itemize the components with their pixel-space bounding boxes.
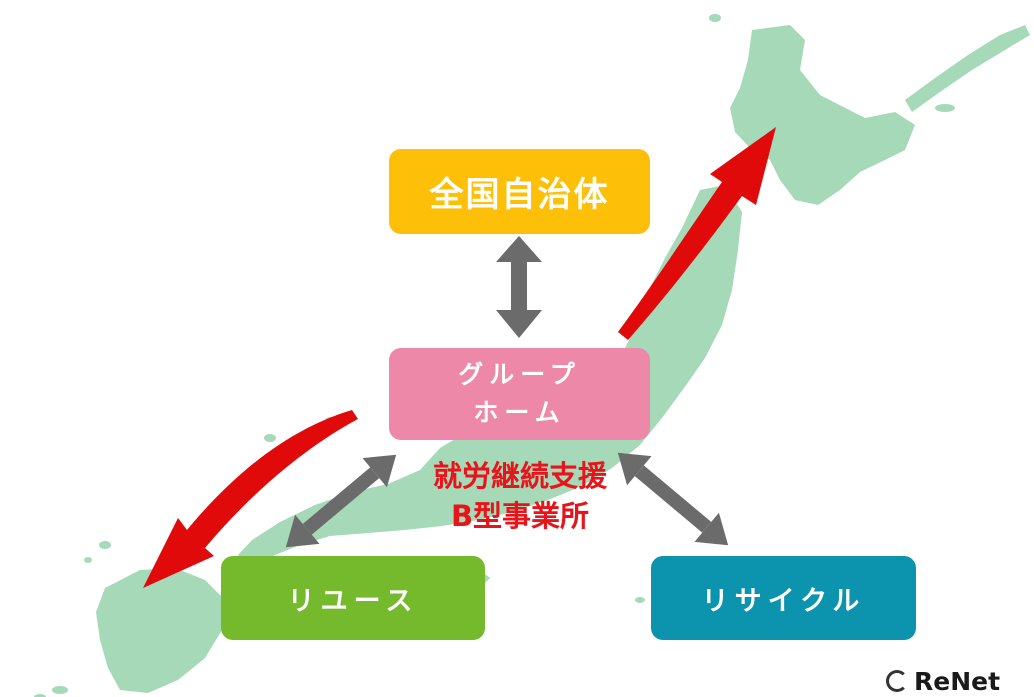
group-home-label-line2: ホーム [473,398,566,427]
center-label-line1: 就労継続支援 [432,459,607,493]
government-box: 全国自治体 [389,149,650,234]
arrow-grouphome-recycle [617,452,729,546]
arrow-gov-grouphome [496,236,542,338]
group-home-label-line1: グループ [458,360,581,389]
recycle-box: リサイクル [651,556,916,640]
center-label-line2: B型事業所 [450,499,590,533]
government-label: 全国自治体 [429,175,610,215]
recycle-label: リサイクル [701,585,866,617]
expansion-arrow-northeast [618,127,776,340]
logo-ring-icon [886,670,908,692]
expansion-arrow-southwest [143,410,358,588]
reuse-box: リユース [221,556,485,640]
reuse-label: リユース [287,585,419,617]
center-label: 就労継続支援 B型事業所 [392,456,648,536]
renet-logo: ReNet [886,665,1000,697]
group-home-box: グループ ホーム [389,348,650,440]
logo-text: ReNet [914,666,1001,696]
arrow-grouphome-reuse [285,454,397,548]
